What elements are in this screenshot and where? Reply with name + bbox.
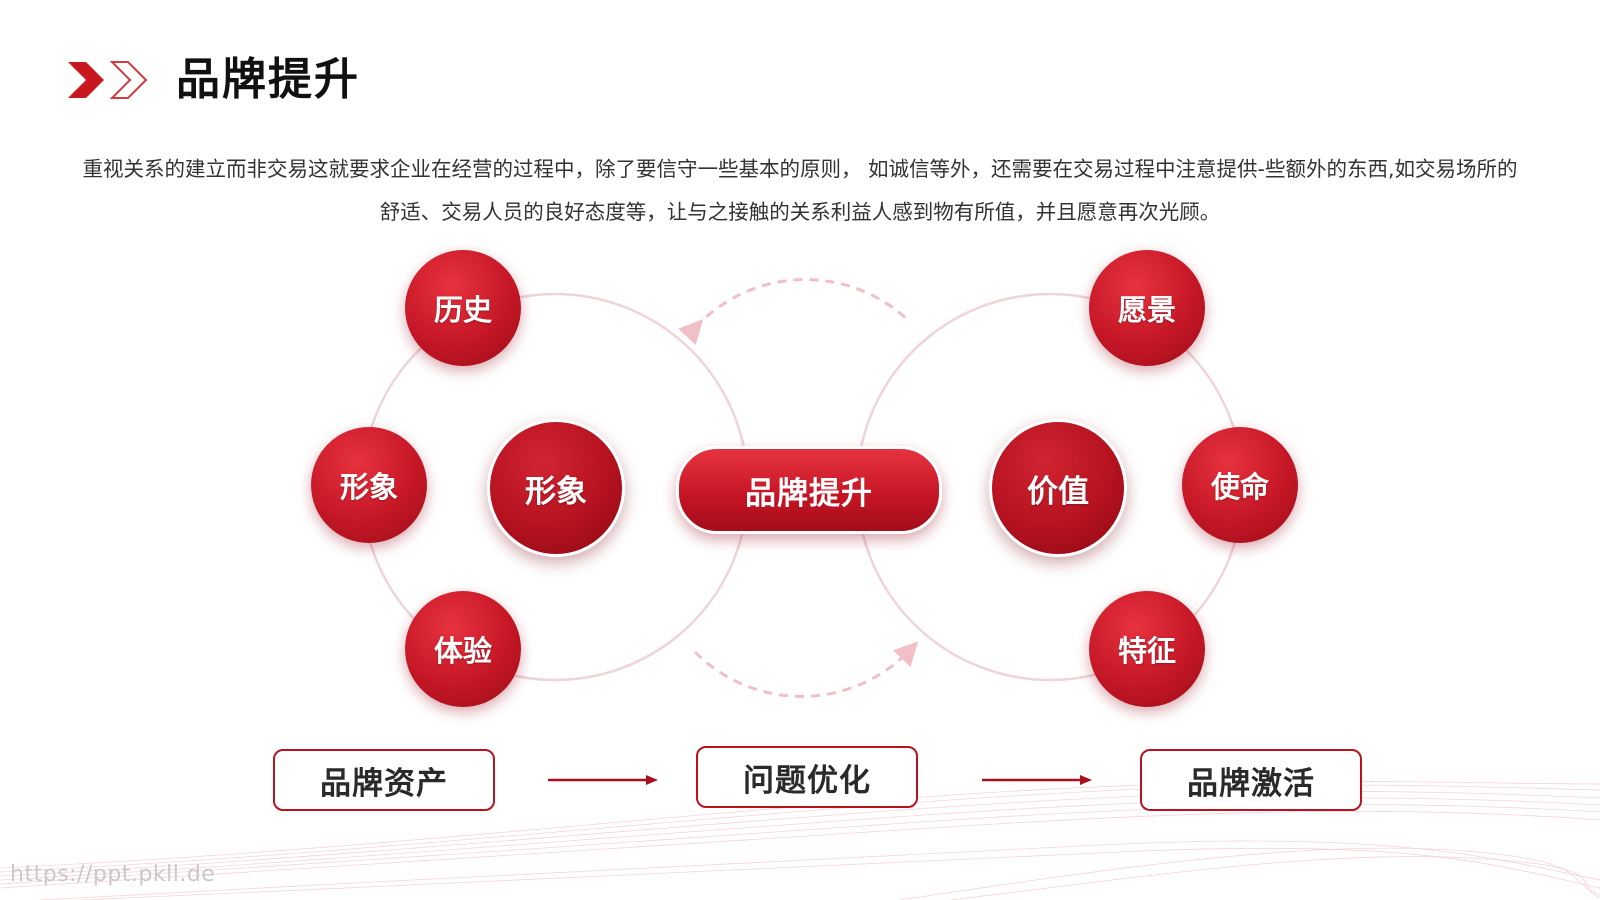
bubble-mission: 使命	[1182, 427, 1298, 543]
flow-step-problem-optimization: 问题优化	[696, 746, 918, 808]
bubble-left-inner: 形象	[487, 419, 625, 557]
flow-step-brand-activation: 品牌激活	[1140, 749, 1362, 811]
bottom-dashed-arc	[693, 641, 919, 698]
flow-step-brand-assets: 品牌资产	[273, 749, 495, 811]
center-brand-pill: 品牌提升	[676, 446, 942, 534]
flow-arrow-right-icon	[548, 775, 658, 785]
flow-arrow-right-icon	[982, 775, 1092, 785]
bubble-right-inner: 价值	[989, 419, 1127, 557]
page-title: 品牌提升	[176, 54, 360, 105]
watermark-url: https://ppt.pkll.de	[10, 862, 216, 887]
double-chevron-right-icon	[68, 61, 148, 99]
slide-header: 品牌提升	[66, 52, 360, 108]
bubble-vision: 愿景	[1089, 250, 1205, 366]
top-dashed-arc	[678, 278, 912, 345]
bubble-image: 形象	[311, 427, 427, 543]
bubble-history: 历史	[405, 250, 521, 366]
intro-paragraph: 重视关系的建立而非交易这就要求企业在经营的过程中，除了要信守一些基本的原则， 如…	[82, 157, 1518, 224]
bubble-experience: 体验	[405, 591, 521, 707]
bubble-feature: 特征	[1089, 591, 1205, 707]
